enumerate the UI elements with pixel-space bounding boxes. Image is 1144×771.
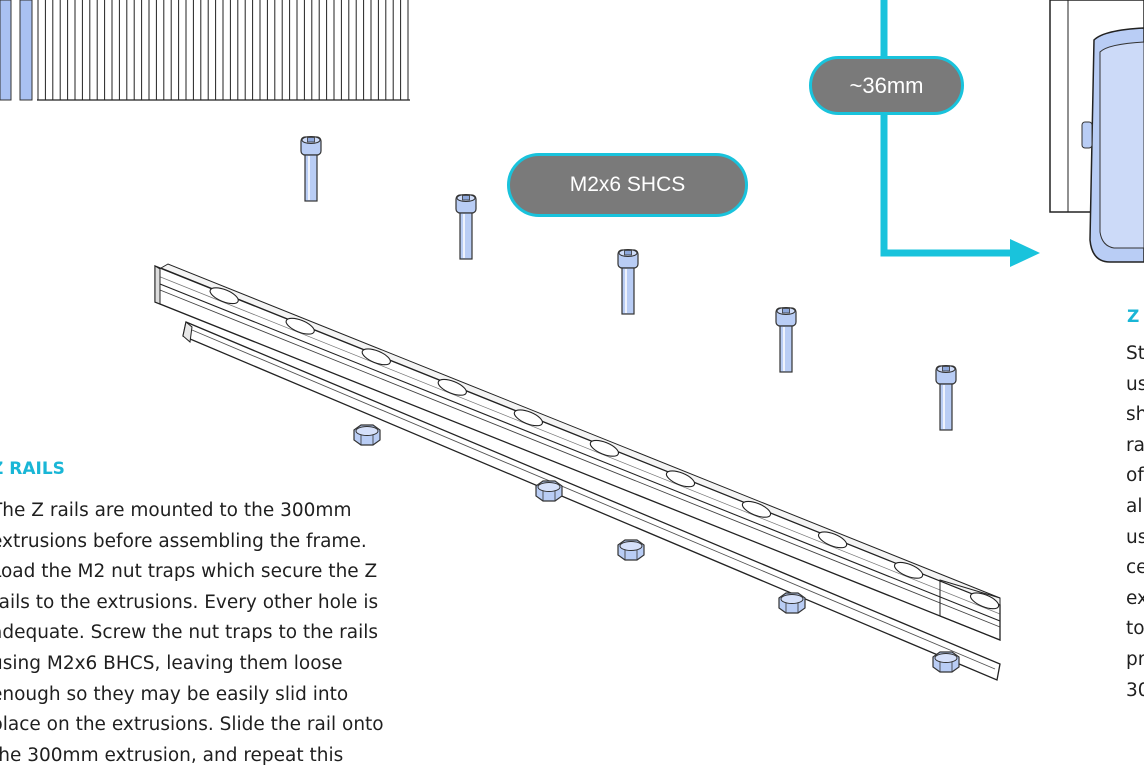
paragraph-line: sh bbox=[1126, 404, 1144, 426]
screw-label: M2x6 SHCS bbox=[569, 173, 686, 196]
rail-hole bbox=[893, 561, 924, 579]
z-rails-paragraph: The Z rails are mounted to the 300mm ext… bbox=[0, 496, 441, 771]
paragraph-line: 30 bbox=[1126, 679, 1144, 701]
paragraph-line: ra bbox=[1126, 434, 1144, 456]
nut-trap bbox=[617, 539, 645, 561]
carriage-fragment bbox=[1049, 0, 1144, 263]
dimension-arrow bbox=[880, 0, 1040, 267]
paragraph-line: rails to the extrusions. Every other hol… bbox=[0, 591, 379, 613]
rail-hole bbox=[437, 378, 467, 396]
paragraph-line: al bbox=[1126, 495, 1143, 517]
nut-trap bbox=[535, 480, 563, 502]
paragraph-line: The Z rails are mounted to the 300mm bbox=[0, 500, 352, 521]
rail-hole bbox=[665, 470, 696, 488]
paragraph-line: us bbox=[1126, 526, 1144, 548]
rail-hole bbox=[817, 531, 848, 549]
extrusion-bar bbox=[182, 321, 1001, 681]
rail-hole bbox=[741, 500, 772, 518]
screw-callout: M2x6 SHCS bbox=[507, 153, 748, 217]
extrusion-fragment bbox=[0, 0, 410, 101]
nut-trap bbox=[778, 592, 806, 614]
section-heading-right: Z bbox=[1127, 307, 1140, 327]
rail-hole bbox=[513, 409, 544, 427]
shcs-screw bbox=[775, 306, 797, 373]
shcs-screw bbox=[935, 364, 957, 431]
shcs-screw bbox=[300, 135, 322, 202]
paragraph-line: adequate. Screw the nut traps to the rai… bbox=[0, 622, 379, 644]
paragraph-line: enough so they may be easily slid into bbox=[0, 683, 349, 705]
right-paragraph-fragment: St us sh ra of al us ce ex to pr 30 bbox=[1126, 339, 1144, 706]
paragraph-line: St bbox=[1126, 343, 1144, 364]
nut-trap bbox=[353, 424, 381, 446]
rail-hole bbox=[361, 348, 391, 366]
rail-hole bbox=[285, 317, 315, 335]
rail-hole bbox=[209, 287, 239, 305]
distance-label: ~36mm bbox=[849, 72, 924, 98]
nut-trap bbox=[932, 651, 960, 673]
section-heading-z-rails: Z RAILS bbox=[0, 459, 65, 479]
distance-callout: ~36mm bbox=[809, 56, 964, 115]
paragraph-line: extrusions before assembling the frame. bbox=[0, 530, 367, 552]
rail-hole bbox=[969, 592, 1000, 610]
paragraph-line: to bbox=[1126, 618, 1144, 640]
paragraph-line: Load the M2 nut traps which secure the Z bbox=[0, 561, 378, 583]
paragraph-line: the 300mm extrusion, and repeat this bbox=[0, 744, 344, 766]
paragraph-line: using M2x6 BHCS, leaving them loose bbox=[0, 652, 343, 674]
rail-hole bbox=[589, 439, 620, 457]
paragraph-line: pr bbox=[1126, 648, 1144, 670]
linear-rail bbox=[154, 263, 1001, 641]
paragraph-line: ex bbox=[1126, 587, 1144, 609]
paragraph-line: ce bbox=[1126, 557, 1144, 579]
paragraph-line: us bbox=[1126, 373, 1144, 395]
paragraph-line: place on the extrusions. Slide the rail … bbox=[0, 714, 384, 736]
shcs-screw bbox=[455, 193, 477, 260]
paragraph-line: of bbox=[1126, 465, 1144, 487]
shcs-screw bbox=[617, 248, 639, 315]
